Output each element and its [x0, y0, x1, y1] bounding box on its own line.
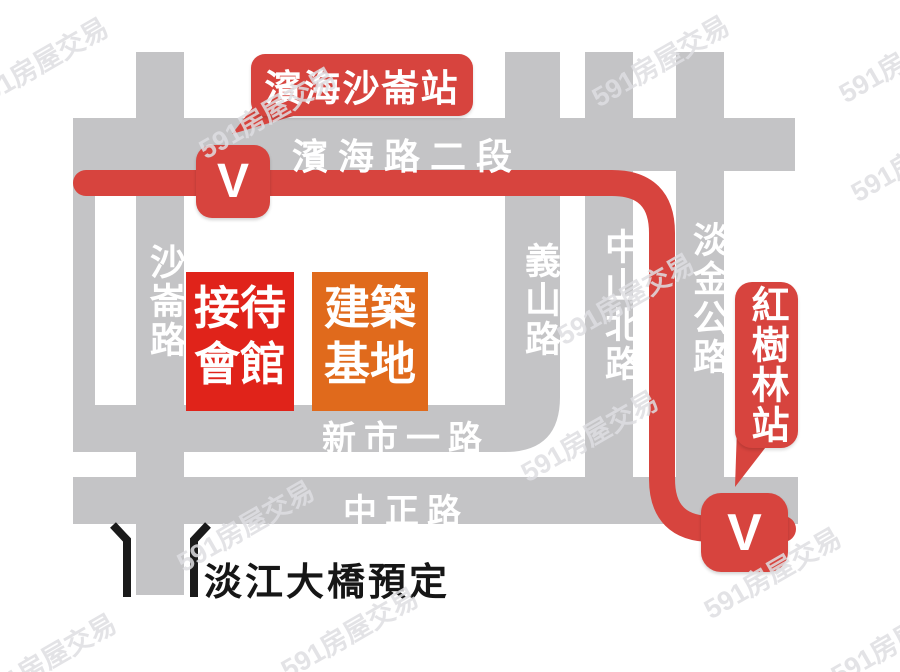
station-callout-binhai-shalun: 濱海沙崙站: [251, 54, 473, 116]
station-marker-hongshulin: V: [701, 493, 788, 572]
road-label-shalun-rd: 沙崙路: [145, 243, 186, 360]
bridge-note-label: 淡江大橋預定: [204, 562, 451, 604]
road-yishan-rd-and-xinshi-1st-rd-shape: [73, 52, 560, 452]
road-label-zhongzheng-rd: 中正路: [343, 493, 469, 531]
bridge-mark-left: [110, 522, 131, 597]
road-zhongshan-n-rd-shape: [585, 52, 633, 524]
construction-site-box: 建築 基地: [312, 272, 428, 411]
bridge-mark-right: [190, 522, 211, 597]
construction-site-label-line1: 建築: [324, 282, 416, 334]
reception-hall-label-line1: 接待: [194, 282, 286, 334]
road-label-xinshi-1st-rd: 新市一路: [322, 420, 490, 458]
road-label-danjin-hwy: 淡金公路: [688, 221, 729, 377]
road-danjin-hwy-shape: [676, 52, 724, 524]
reception-hall-label-line2: 會館: [194, 338, 286, 390]
station-marker-binhai-shalun: V: [196, 145, 270, 218]
road-label-binhai-rd-sec2: 濱海路二段: [292, 136, 523, 177]
construction-site-label-line2: 基地: [324, 338, 416, 390]
reception-hall-box: 接待 會館: [186, 272, 294, 411]
road-binhai-rd-sec2-shape: [73, 118, 795, 171]
station-callout-hongshulin: 紅樹林站: [735, 282, 798, 448]
road-left-connector-shape: [73, 160, 95, 452]
road-label-zhongshan-n-rd: 中山北路: [600, 228, 641, 384]
road-label-yishan-rd: 義山路: [520, 242, 561, 359]
light-rail-route-line: [73, 170, 796, 542]
